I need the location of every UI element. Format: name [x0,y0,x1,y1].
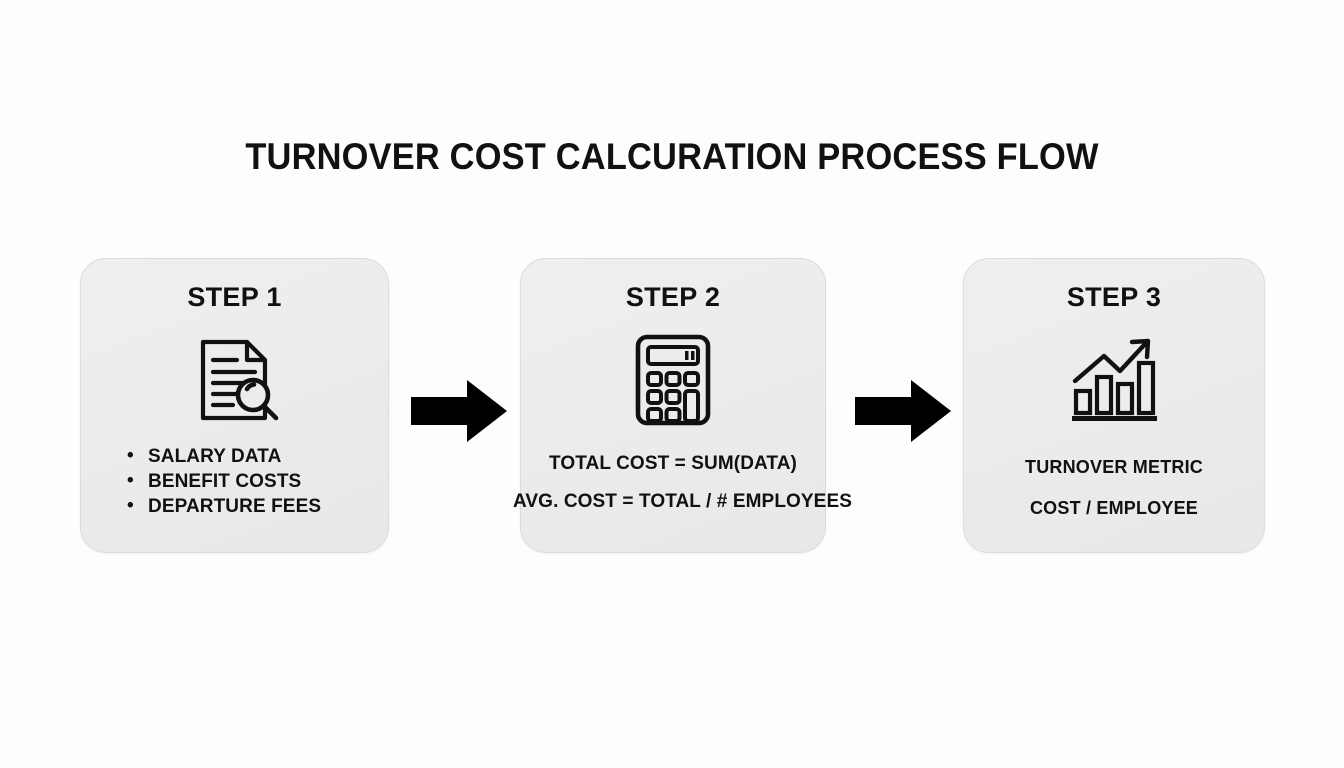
calculator-icon [521,332,825,428]
step-3-caption-block: TURNOVER METRIC COST / EMPLOYEE [964,447,1264,529]
step-1-bullet-list: SALARY DATA BENEFIT COSTS DEPARTURE FEES [127,443,377,519]
step-card-3[interactable]: STEP 3 TURNOVER ME [963,258,1265,553]
step-2-heading: STEP 2 [625,282,721,312]
process-flow-row: STEP 1 [80,258,1265,553]
list-item: SALARY DATA [127,443,377,469]
page-title: TURNOVER COST CALCURATION PROCESS FLOW [245,136,1099,177]
step-2-formula-block: TOTAL COST = SUM(DATA) AVG. COST = TOTAL… [513,445,853,521]
list-item: BENEFIT COSTS [127,468,377,494]
list-item: DEPARTURE FEES [127,493,377,519]
caption-turnover-metric: TURNOVER METRIC [1025,457,1203,477]
arrow-right-icon [855,380,951,442]
step-3-heading: STEP 3 [1066,282,1162,312]
document-magnifier-icon [81,332,388,428]
step-card-2[interactable]: STEP 2 [513,258,852,553]
step-card-1[interactable]: STEP 1 [80,258,389,553]
caption-cost-per-employee: COST / EMPLOYEE [1029,498,1199,518]
arrow-right-icon [411,380,507,442]
bar-chart-growth-icon [964,332,1264,428]
step-1-heading: STEP 1 [187,282,282,312]
formula-total-cost: TOTAL COST = SUM(DATA) [549,453,797,474]
formula-average-cost: AVG. COST = TOTAL / # EMPLOYEES [513,491,853,512]
